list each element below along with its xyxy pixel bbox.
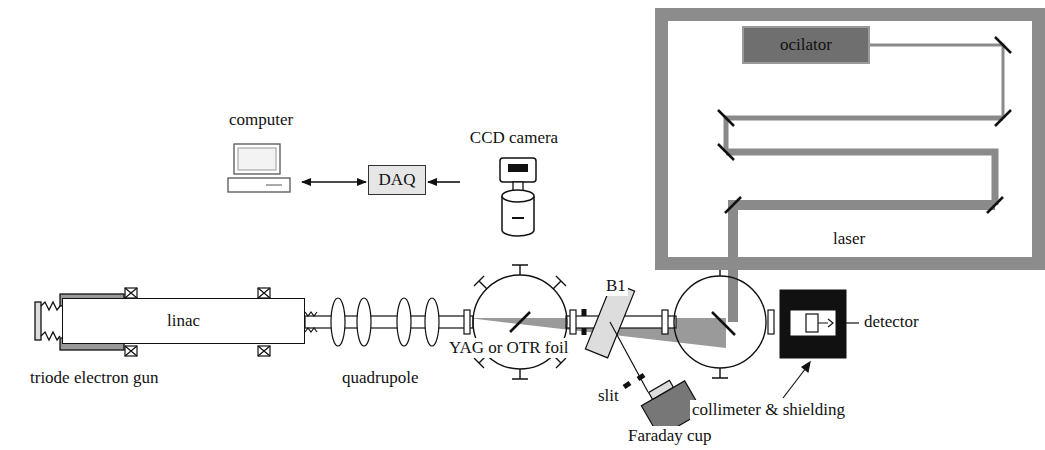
part-label: triode electron gun: [28, 368, 160, 388]
beam-pipe: [305, 310, 774, 334]
part-label: detector: [862, 312, 921, 332]
part-label: slit: [596, 386, 621, 406]
enclosure-label: laser: [833, 229, 865, 249]
daq-box: DAQ: [368, 165, 426, 195]
camera-drawing: [462, 154, 566, 240]
vacuum-chambers: [473, 265, 766, 379]
oscillator-box: ocilator: [742, 26, 870, 64]
laser-enclosure: laser ocilator: [655, 8, 1045, 270]
part-label: YAG or OTR foil: [447, 338, 570, 358]
computer-drawing: [222, 136, 300, 196]
part-label: Faraday cup: [626, 426, 714, 446]
node-label: CCD camera: [462, 128, 566, 148]
slits: [584, 309, 644, 387]
bent-beam: [610, 322, 648, 392]
data-link-arrow: [428, 181, 460, 183]
part-label: quadrupole: [340, 368, 420, 388]
node-label: computer: [222, 110, 300, 130]
node-label: ocilator: [780, 35, 832, 55]
data-link-arrow: [302, 181, 366, 183]
computer-icon: computer: [222, 110, 300, 196]
leader-lines: [783, 323, 859, 398]
detector-shielding: [780, 290, 846, 358]
mirrors: [510, 37, 1011, 335]
laser-beam: [726, 45, 1003, 322]
node-label: DAQ: [379, 170, 416, 190]
ccd-camera: CCD camera: [462, 128, 566, 240]
node-label: linac: [167, 311, 200, 331]
linac-box: linac: [62, 298, 305, 344]
part-label: B1: [604, 276, 628, 296]
part-label: collimeter & shielding: [690, 400, 847, 420]
quadrupole-magnets: [331, 298, 439, 346]
